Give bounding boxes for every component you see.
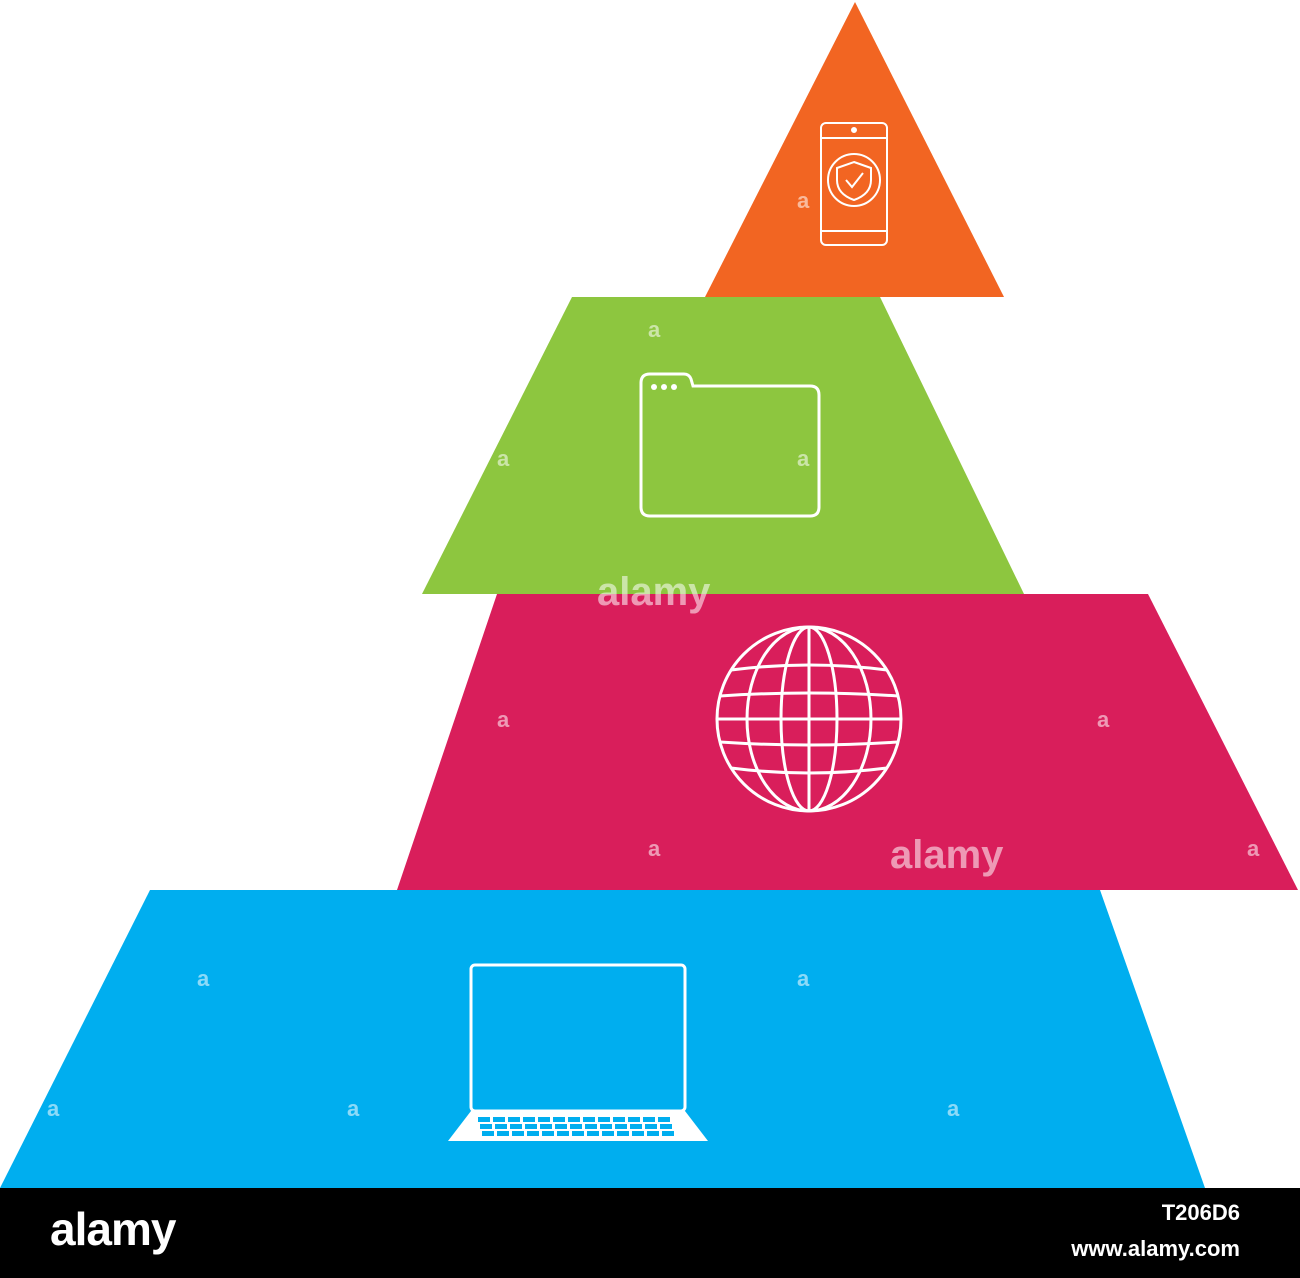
laptop-key bbox=[493, 1117, 505, 1122]
laptop-key bbox=[510, 1124, 522, 1129]
folder-window-icon bbox=[639, 372, 821, 518]
laptop-key bbox=[497, 1131, 509, 1136]
laptop-key bbox=[542, 1131, 554, 1136]
laptop-key bbox=[495, 1124, 507, 1129]
watermark-small: a bbox=[497, 446, 510, 471]
pyramid-level-second bbox=[422, 297, 1024, 594]
watermark-small: a bbox=[497, 707, 510, 732]
laptop-key bbox=[540, 1124, 552, 1129]
laptop-key bbox=[523, 1117, 535, 1122]
laptop-key bbox=[647, 1131, 659, 1136]
laptop-key bbox=[568, 1117, 580, 1122]
laptop-key bbox=[662, 1131, 674, 1136]
laptop-key bbox=[572, 1131, 584, 1136]
laptop-key bbox=[587, 1131, 599, 1136]
laptop-key bbox=[658, 1117, 670, 1122]
watermark-small: a bbox=[648, 317, 661, 342]
laptop-key bbox=[480, 1124, 492, 1129]
watermark-small: a bbox=[1247, 836, 1260, 861]
footer-image-id: T206D6 bbox=[1161, 1200, 1240, 1225]
watermark-small: a bbox=[347, 1096, 360, 1121]
shield-smartphone-icon bbox=[820, 122, 888, 246]
footer-url: www.alamy.com bbox=[1071, 1236, 1240, 1261]
laptop-key bbox=[602, 1131, 614, 1136]
laptop-key bbox=[478, 1117, 490, 1122]
pyramid-diagram: alamy alamy a a a a a a a a a a a a a bbox=[0, 2, 1298, 1188]
laptop-key bbox=[660, 1124, 672, 1129]
watermark-large-1: alamy bbox=[597, 570, 711, 614]
watermark-small: a bbox=[797, 446, 810, 471]
laptop-key bbox=[600, 1124, 612, 1129]
laptop-key bbox=[613, 1117, 625, 1122]
laptop-key bbox=[585, 1124, 597, 1129]
watermark-large-2: alamy bbox=[890, 833, 1004, 877]
laptop-key bbox=[508, 1117, 520, 1122]
laptop-key bbox=[632, 1131, 644, 1136]
laptop-key bbox=[570, 1124, 582, 1129]
watermark-small: a bbox=[47, 1096, 60, 1121]
laptop-key bbox=[538, 1117, 550, 1122]
laptop-key bbox=[553, 1117, 565, 1122]
laptop-key bbox=[555, 1124, 567, 1129]
watermark-small: a bbox=[797, 966, 810, 991]
laptop-key bbox=[598, 1117, 610, 1122]
pyramid-level-base bbox=[0, 890, 1205, 1188]
laptop-key bbox=[643, 1117, 655, 1122]
laptop-key bbox=[525, 1124, 537, 1129]
footer-bar: alamy T206D6 www.alamy.com bbox=[0, 1188, 1300, 1278]
watermark-small: a bbox=[1097, 707, 1110, 732]
laptop-key bbox=[557, 1131, 569, 1136]
watermark-small: a bbox=[797, 188, 810, 213]
laptop-key bbox=[512, 1131, 524, 1136]
globe-icon bbox=[715, 625, 903, 813]
laptop-key bbox=[617, 1131, 629, 1136]
watermark-small: a bbox=[197, 966, 210, 991]
laptop-key bbox=[628, 1117, 640, 1122]
laptop-key bbox=[583, 1117, 595, 1122]
watermark-small: a bbox=[947, 1096, 960, 1121]
laptop-key bbox=[615, 1124, 627, 1129]
pyramid-level-third bbox=[397, 594, 1298, 890]
footer-logo: alamy bbox=[50, 1203, 176, 1255]
laptop-key bbox=[645, 1124, 657, 1129]
laptop-key bbox=[482, 1131, 494, 1136]
laptop-key bbox=[630, 1124, 642, 1129]
pyramid-level-top bbox=[705, 2, 1004, 297]
laptop-key bbox=[527, 1131, 539, 1136]
laptop-icon bbox=[448, 963, 708, 1141]
watermark-small: a bbox=[648, 836, 661, 861]
